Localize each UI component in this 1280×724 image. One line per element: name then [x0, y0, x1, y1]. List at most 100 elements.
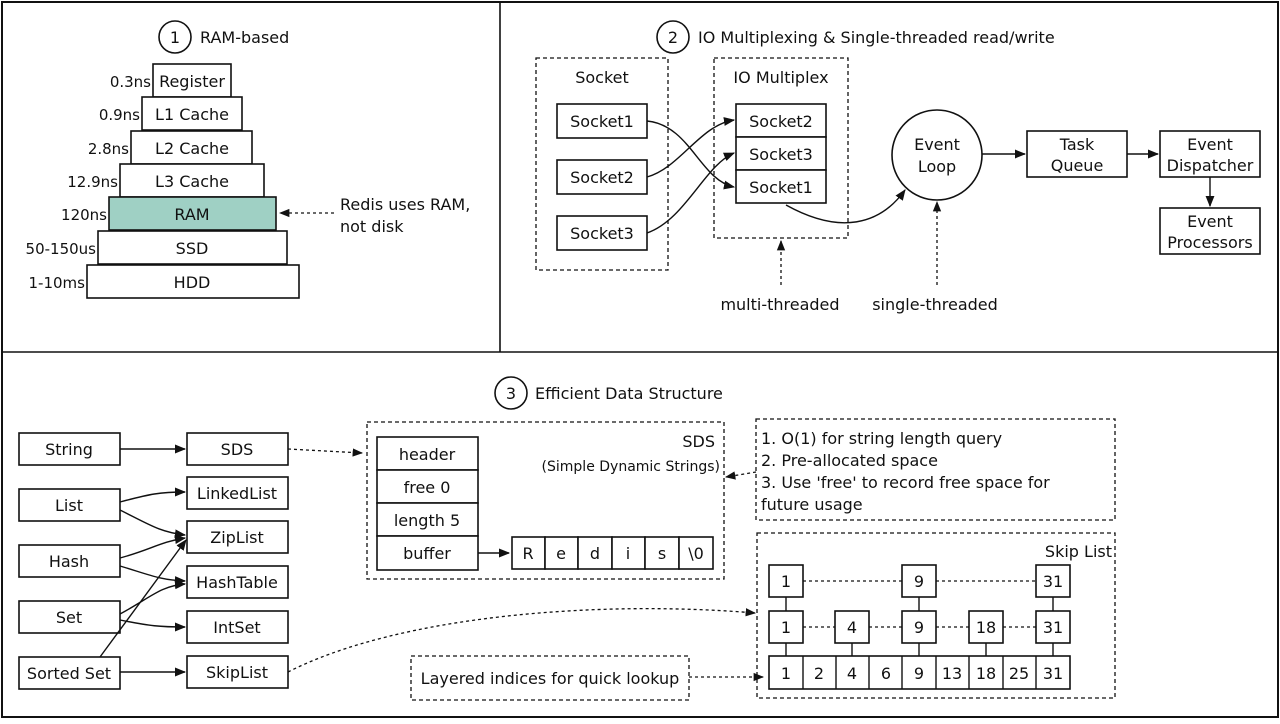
skip-node-label: 9	[914, 664, 924, 683]
encoding-label: HashTable	[196, 573, 278, 592]
buffer-char: e	[556, 544, 566, 563]
skip-node-l2	[1035, 564, 1071, 598]
task-queue-box	[1026, 130, 1128, 178]
type-label: String	[45, 440, 93, 459]
level-ram	[108, 196, 277, 231]
skip-node-label: 9	[914, 618, 924, 637]
sds-field-box	[376, 502, 479, 537]
mux-socket-label: Socket1	[749, 178, 813, 197]
mux-group-label: IO Multiplex	[733, 68, 828, 87]
encoding-box	[186, 520, 289, 554]
section-io-multiplexing: 2 IO Multiplexing & Single-threaded read…	[535, 20, 1261, 314]
type-box	[18, 600, 121, 634]
level-label: L1 Cache	[155, 105, 229, 124]
level-latency: 120ns	[61, 206, 107, 224]
skiplist-connectors	[785, 580, 1054, 656]
skiplist-box	[756, 532, 1116, 699]
encoding-label: SDS	[221, 440, 254, 459]
skip-level0: 1 2 4 6 9 13 18 25 31	[768, 655, 1071, 690]
section3-title: Efficient Data Structure	[535, 384, 723, 403]
level-latency: 0.3ns	[110, 73, 151, 91]
encoding-box	[186, 565, 289, 599]
socket-group-box	[535, 57, 669, 271]
sds-field-box	[376, 436, 479, 471]
sds-field-label: buffer	[403, 544, 451, 563]
sds-note: future usage	[761, 495, 863, 514]
event-loop-circle	[891, 109, 983, 201]
level-label: HDD	[174, 273, 211, 292]
level-label: L3 Cache	[155, 172, 229, 191]
dispatcher-label: Dispatcher	[1167, 156, 1254, 175]
socket-box	[556, 103, 648, 139]
mux-to-loop-arrow	[785, 189, 906, 224]
skip-node-l1	[968, 610, 1004, 644]
level-label: SSD	[176, 239, 209, 258]
socket-box	[556, 159, 648, 195]
level-latency: 0.9ns	[99, 106, 140, 124]
sds-notes-box	[755, 418, 1116, 521]
skip-node-label: 6	[881, 664, 891, 683]
section3-number: 3	[506, 384, 516, 403]
sds-title: SDS	[682, 432, 715, 451]
level-latency: 1-10ms	[29, 274, 86, 292]
level-hdd	[86, 264, 300, 299]
sds-field-label: header	[399, 445, 456, 464]
hash-to-hashtable-arrow	[119, 565, 187, 586]
ram-note-line2: not disk	[340, 217, 404, 236]
skip-node-label: 18	[976, 618, 996, 637]
skip-node-l2	[901, 564, 937, 598]
buffer-cells: R e d i s \0	[511, 536, 714, 570]
sds-note: 2. Pre-allocated space	[761, 451, 938, 470]
skip-node-label: 31	[1043, 618, 1063, 637]
mux-socket-box	[735, 136, 827, 171]
sds-detail-arrow	[287, 448, 364, 457]
ram-note-line1: Redis uses RAM,	[340, 195, 470, 214]
section1-number: 1	[170, 28, 180, 47]
section-efficient-data-structure: 3 Efficient Data Structure String List H…	[18, 376, 1116, 701]
notes-arrow	[724, 471, 757, 480]
processors-label: Event	[1187, 212, 1233, 231]
section-ram-based: 1 RAM-based Register L1 Cache L2 Cache L…	[26, 20, 470, 299]
buffer-char: \0	[688, 544, 704, 563]
encoding-label: IntSet	[213, 618, 260, 637]
level-l3	[119, 163, 265, 198]
mux-socket-label: Socket2	[749, 112, 813, 131]
event-loop-label: Event	[914, 135, 960, 154]
type-box	[18, 488, 121, 522]
type-box	[18, 656, 121, 690]
type-box	[18, 432, 121, 466]
sds-field-label: length 5	[394, 511, 460, 530]
buffer-cell	[644, 536, 680, 570]
level-label: RAM	[174, 205, 209, 224]
mux-socket-box	[735, 169, 827, 204]
level-ssd	[97, 230, 288, 265]
processors-label: Processors	[1167, 233, 1252, 252]
type-label: Set	[56, 608, 82, 627]
skip-node-label: 18	[976, 664, 996, 683]
layered-note: Layered indices for quick lookup	[421, 669, 680, 688]
sds-subtitle: (Simple Dynamic Strings)	[542, 459, 720, 475]
skip-node-label: 4	[847, 664, 857, 683]
socket-label: Socket1	[570, 112, 634, 131]
memory-pyramid: Register L1 Cache L2 Cache L3 Cache RAM …	[26, 63, 300, 299]
encoding-box	[186, 610, 289, 644]
encoding-label: ZipList	[210, 528, 264, 547]
skip-node-l2	[768, 564, 804, 598]
skip-node-label: 13	[942, 664, 962, 683]
type-label: Hash	[49, 552, 89, 571]
section1-number-circle	[158, 20, 192, 54]
multi-threaded-label: multi-threaded	[720, 295, 839, 314]
skiplist-detail-arrow	[287, 607, 757, 673]
level-label: L2 Cache	[155, 139, 229, 158]
section2-title: IO Multiplexing & Single-threaded read/w…	[698, 28, 1055, 47]
buffer-char: s	[658, 544, 666, 563]
skip-node-label: 1	[781, 572, 791, 591]
socket3-arrow	[646, 152, 736, 234]
sds-field-label: free 0	[404, 478, 451, 497]
skip-node-l1	[834, 610, 870, 644]
buffer-cell	[678, 536, 714, 570]
buffer-char: i	[626, 544, 630, 563]
mux-group-box	[713, 57, 849, 239]
